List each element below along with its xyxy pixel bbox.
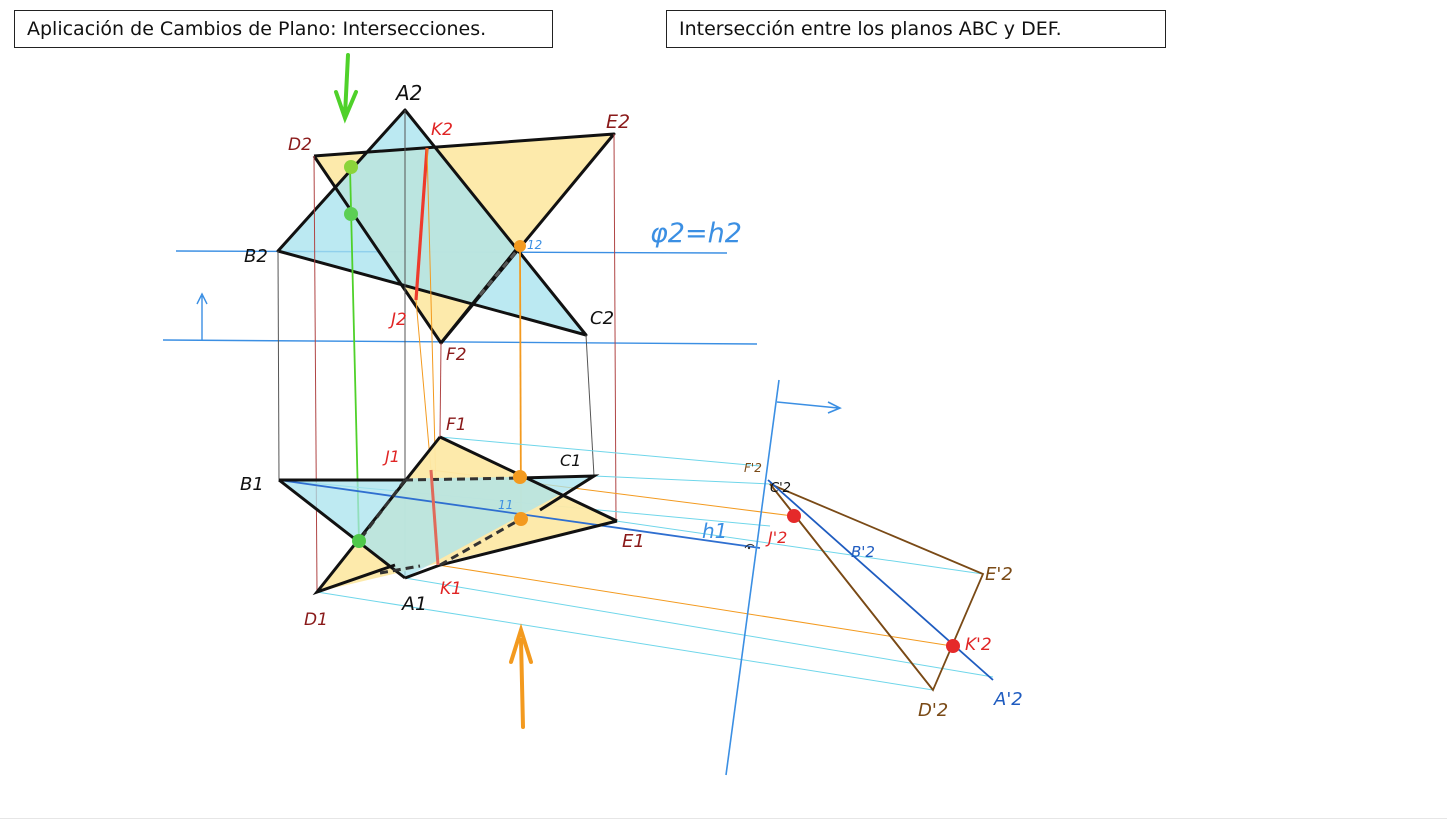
projector-b (277, 250, 280, 481)
label-f1: F1 (446, 415, 467, 435)
orange-point-elevation (514, 240, 526, 252)
label-b1: B1 (240, 474, 264, 495)
label-a2: A2 (394, 81, 422, 105)
hidden-b1-c1 (404, 476, 521, 482)
orange-arrow-icon (509, 623, 533, 729)
projector-d (313, 155, 318, 593)
label-b2: B2 (244, 246, 268, 267)
new-ground-line (725, 379, 780, 776)
label-k1: K1 (440, 579, 462, 599)
label-e2p: E'2 (985, 564, 1013, 585)
hidden-d1 (379, 564, 421, 575)
projector-f (439, 342, 442, 438)
label-plane-trace: φ2=h2 (650, 218, 742, 249)
point-k2p (946, 639, 960, 653)
edge-b1-a1 (278, 478, 406, 580)
intersection-line-plan (429, 469, 440, 566)
point-j2p (787, 509, 801, 523)
label-b2p: B'2 (851, 543, 875, 561)
cyan-line-f (439, 436, 761, 467)
auxiliary-view: F'2 C'2 E'2 D'2 J'2 K'2 B'2 A'2 (725, 379, 1023, 776)
orange-point-plan-upper (513, 470, 527, 484)
title-left-text: Aplicación de Cambios de Plano: Intersec… (27, 17, 487, 40)
label-j2: J2 (388, 310, 407, 330)
orange-line-k (437, 564, 953, 647)
elevation-view: A2 B2 C2 D2 E2 F2 K2 J2 12 φ2=h2 (162, 53, 758, 593)
label-f2: F2 (446, 345, 467, 365)
label-12: 12 (527, 238, 542, 252)
title-right: Intersección entre los planos ABC y DEF. (666, 10, 1166, 48)
projector-e (613, 133, 617, 522)
label-j2p: J'2 (765, 528, 787, 547)
cyan-line-e (615, 520, 984, 575)
new-view-arrow-icon (776, 401, 842, 414)
green-point-upper (344, 160, 358, 174)
edge-f1-d1 (312, 436, 442, 596)
projector-j (415, 299, 432, 471)
abc-edge-view-line (767, 479, 994, 681)
triangle-def-outline (312, 132, 616, 345)
label-c2: C2 (590, 308, 614, 329)
cyan-line-d (316, 591, 934, 691)
hidden-dash (478, 246, 522, 296)
label-d2: D2 (288, 135, 312, 155)
label-e2: E2 (606, 111, 630, 133)
title-left: Aplicación de Cambios de Plano: Intersec… (14, 10, 553, 48)
right-angle-mark-icon (744, 543, 755, 549)
label-d1: D1 (304, 610, 328, 630)
label-c1: C1 (560, 451, 581, 470)
right-angle-dot-icon (747, 546, 751, 550)
orange-point-plan-lower (514, 512, 528, 526)
green-point-plan (352, 534, 366, 548)
green-arrow-icon (334, 53, 358, 124)
intersection-line-elevation (414, 147, 429, 301)
label-c2p: C'2 (770, 481, 791, 496)
label-j1: J1 (382, 447, 400, 466)
label-k2p: K'2 (965, 635, 992, 655)
green-point-lower (344, 207, 358, 221)
plan-view: B1 A1 C1 D1 E1 F1 J1 K1 11 h1 (240, 415, 994, 729)
triangle-abc-outline (276, 108, 588, 337)
label-a2p: A'2 (993, 689, 1023, 710)
view-arrow-icon (196, 292, 208, 340)
hidden-a1-c1 (439, 517, 522, 567)
label-a1: A1 (400, 593, 427, 615)
projector-c (585, 334, 595, 477)
bottom-divider (0, 818, 1447, 819)
label-f2p: F'2 (744, 461, 762, 475)
label-d2p: D'2 (918, 700, 948, 721)
cyan-line-c (593, 475, 771, 485)
cyan-line-a (404, 577, 994, 678)
edge-c1 (519, 474, 600, 512)
label-h1: h1 (702, 519, 727, 543)
def-auxiliary-triangle (769, 483, 985, 692)
label-11: 11 (498, 498, 513, 512)
ground-line (162, 339, 758, 345)
label-e1: E1 (622, 531, 645, 552)
title-right-text: Intersección entre los planos ABC y DEF. (679, 17, 1062, 40)
label-k2: K2 (431, 120, 453, 140)
